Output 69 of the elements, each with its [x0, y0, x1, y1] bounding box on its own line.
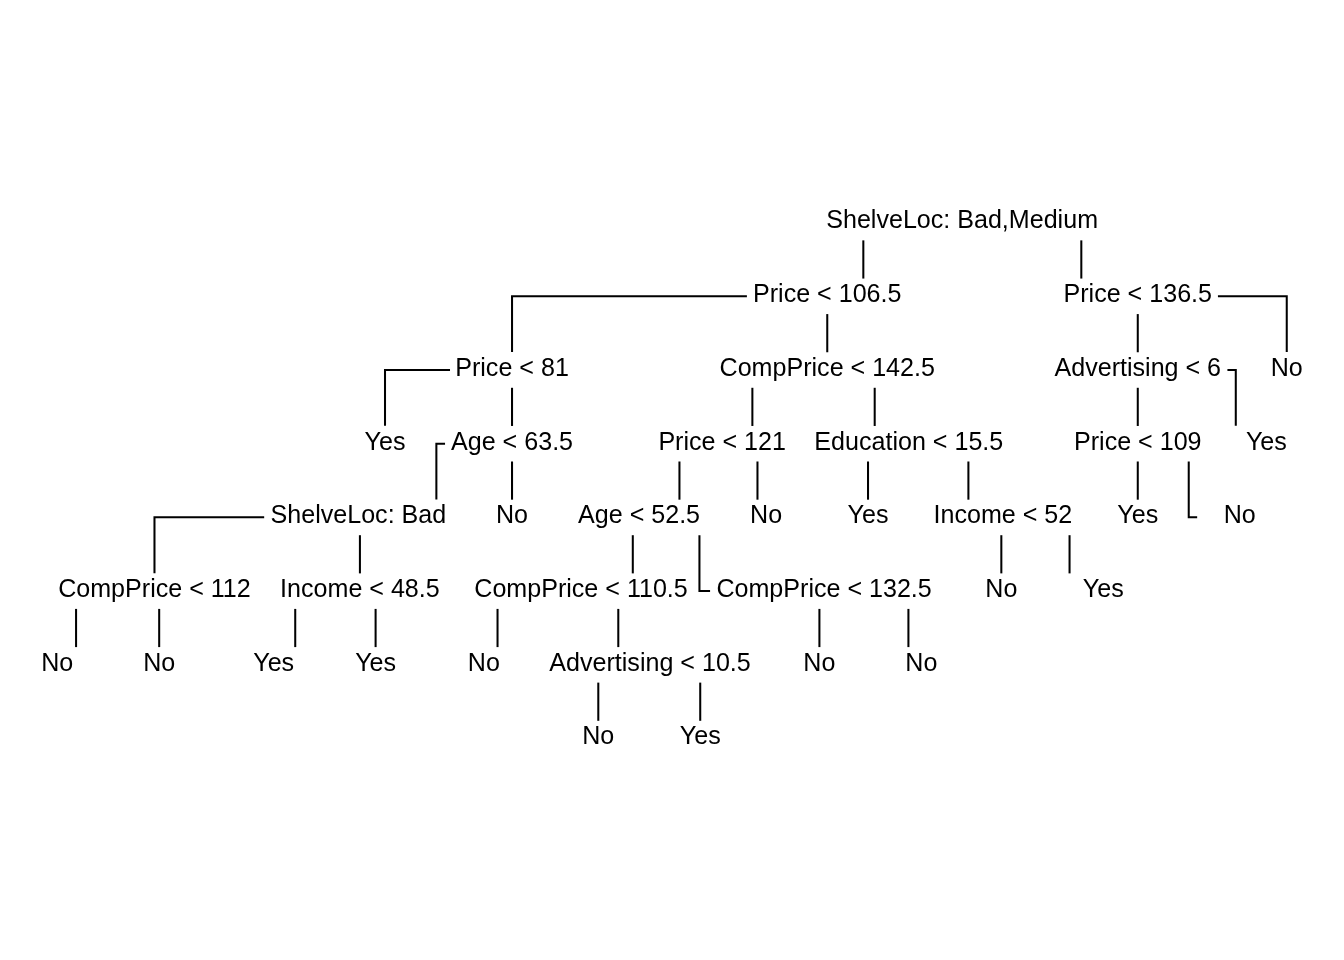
node-text: CompPrice < 142.5	[719, 352, 935, 381]
node-text: Education < 15.5	[814, 426, 1004, 455]
connector	[75, 608, 78, 647]
node-text: Price < 81	[455, 352, 569, 381]
node-text: Yes	[355, 647, 397, 676]
node-text: CompPrice < 112	[58, 573, 251, 602]
connector	[699, 682, 702, 721]
connector	[358, 534, 361, 573]
node-text: ShelveLoc: Bad,Medium	[826, 204, 1099, 233]
connector	[818, 608, 821, 647]
node-text: No	[143, 647, 176, 676]
connector	[374, 608, 377, 647]
node-text: No	[41, 647, 74, 676]
connector	[867, 461, 870, 500]
connector	[496, 608, 499, 647]
node-text: No	[750, 499, 783, 528]
node-text: Yes	[364, 426, 406, 455]
node-text: ShelveLoc: Bad	[270, 499, 447, 528]
connector	[511, 294, 747, 352]
connector	[631, 534, 634, 573]
connector	[597, 682, 600, 721]
node-text: No	[467, 647, 500, 676]
connector	[907, 608, 910, 647]
node-text: CompPrice < 110.5	[474, 573, 688, 602]
node-text: No	[1223, 499, 1256, 528]
node-text: Yes	[679, 720, 721, 749]
node-text: Age < 63.5	[451, 426, 574, 455]
connector	[873, 387, 876, 426]
node-text: No	[1270, 352, 1303, 381]
node-text: Price < 136.5	[1063, 278, 1213, 307]
connector	[751, 387, 754, 426]
connector	[1136, 461, 1139, 500]
node-text: Yes	[253, 647, 295, 676]
node-text: Yes	[1245, 426, 1287, 455]
connector	[756, 461, 759, 500]
node-text: No	[582, 720, 615, 749]
connector	[1068, 534, 1071, 573]
connector	[1080, 239, 1083, 279]
node-text: Income < 48.5	[280, 573, 440, 602]
node-text: Yes	[847, 499, 889, 528]
node-text: No	[803, 647, 836, 676]
node-text: Advertising < 10.5	[549, 647, 751, 676]
node-text: Price < 109	[1073, 426, 1202, 455]
connector	[511, 387, 514, 426]
connector	[384, 368, 450, 426]
node-text: CompPrice < 132.5	[716, 573, 932, 602]
node-text: Income < 52	[933, 499, 1073, 528]
connector	[1000, 534, 1003, 573]
node-text: No	[496, 499, 529, 528]
connector	[153, 515, 265, 573]
connector	[826, 313, 829, 352]
connector	[862, 239, 865, 279]
connector	[678, 461, 681, 500]
node-text: Price < 106.5	[753, 278, 902, 307]
connector	[1136, 387, 1139, 426]
node-text: Age < 52.5	[578, 499, 701, 528]
node-text: Advertising < 6	[1054, 352, 1222, 381]
connector	[158, 608, 161, 647]
connector	[511, 461, 514, 500]
node-text: No	[985, 573, 1018, 602]
node-text: No	[905, 647, 938, 676]
connector	[617, 608, 620, 647]
node-text: Price < 121	[658, 426, 786, 455]
connector	[1217, 294, 1288, 352]
connector	[294, 608, 297, 647]
node-text: Yes	[1082, 573, 1124, 602]
connector	[1136, 313, 1139, 352]
connector	[967, 461, 970, 500]
node-text: Yes	[1117, 499, 1159, 528]
